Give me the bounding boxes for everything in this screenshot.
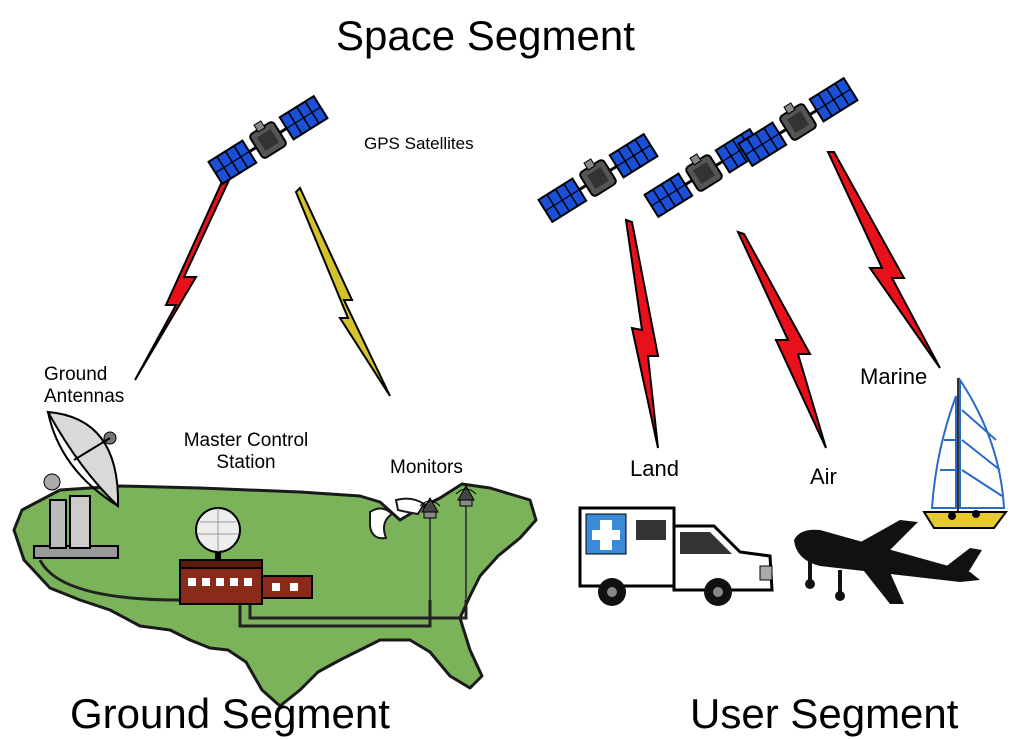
marine-label: Marine <box>860 364 928 389</box>
monitors-label: Monitors <box>390 457 463 478</box>
building-icon <box>179 507 313 605</box>
satellite-icon <box>533 126 660 225</box>
air-label: Air <box>810 464 837 489</box>
satellite-icon <box>639 121 766 220</box>
master-control-station-label: Master Control Station <box>170 430 322 474</box>
gps-satellites-label: GPS Satellites <box>364 134 474 153</box>
dish-antenna-icon <box>33 410 120 559</box>
ground-segment-title: Ground Segment <box>70 690 390 737</box>
ground-antennas-line2: Antennas <box>44 385 125 407</box>
signal-sat1-antenna <box>134 173 232 381</box>
monitor-antenna-icon <box>419 496 441 600</box>
land-label: Land <box>630 456 679 481</box>
space-segment-title: Space Segment <box>336 12 635 59</box>
master-control-line1: Master Control <box>183 430 309 451</box>
signal-sat1-monitors <box>294 186 391 397</box>
satellite-icon <box>733 70 860 169</box>
signal-sat2-land <box>624 218 660 449</box>
ground-antennas-line1: Ground <box>44 364 108 385</box>
master-control-line2: Station <box>216 451 276 473</box>
sailboat-icon <box>922 376 1008 529</box>
signal-sat4-marine <box>826 151 941 369</box>
ambulance-icon <box>578 506 774 606</box>
airplane-icon <box>794 520 982 604</box>
monitor-antenna-icon <box>455 484 477 600</box>
user-segment-title: User Segment <box>690 690 959 737</box>
satellite-icon <box>203 88 330 187</box>
signal-sat3-air <box>736 230 827 449</box>
ground-antennas-label: Ground Antennas <box>44 364 124 408</box>
